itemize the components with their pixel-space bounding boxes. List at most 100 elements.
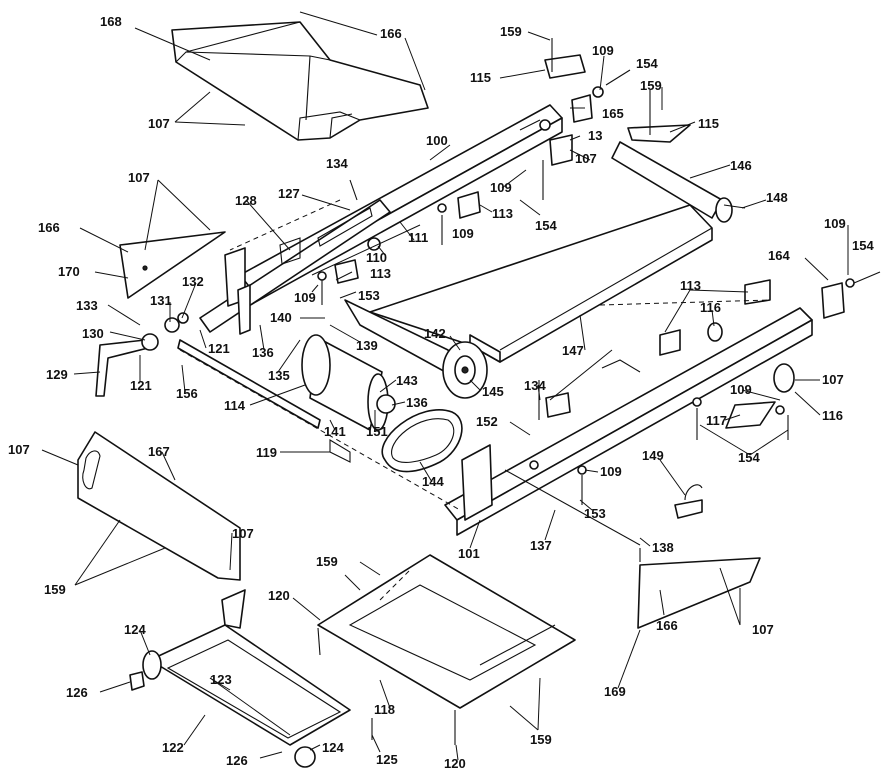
- callout-109: 109: [824, 216, 846, 231]
- callout-134: 134: [524, 378, 546, 393]
- callout-151: 151: [366, 424, 388, 439]
- drive-belt: [381, 409, 463, 473]
- callout-109: 109: [600, 464, 622, 479]
- callout-166: 166: [38, 220, 60, 235]
- callout-154: 154: [636, 56, 658, 71]
- callout-123: 123: [210, 672, 232, 687]
- callout-153: 153: [358, 288, 380, 303]
- callout-124: 124: [322, 740, 344, 755]
- callout-122: 122: [162, 740, 184, 755]
- callout-101: 101: [458, 546, 480, 561]
- callout-125: 125: [376, 752, 398, 767]
- callout-146: 146: [730, 158, 752, 173]
- callout-126: 126: [226, 753, 248, 768]
- callout-145: 145: [482, 384, 504, 399]
- callout-113: 113: [680, 278, 701, 293]
- callout-130: 130: [82, 326, 104, 341]
- bolts: [317, 38, 881, 745]
- callout-126: 126: [66, 685, 88, 700]
- callout-121: 121: [208, 341, 230, 356]
- callout-136: 136: [406, 395, 428, 410]
- callout-134: 134: [326, 156, 348, 171]
- elevation-rod: [177, 339, 641, 546]
- callout-156: 156: [176, 386, 198, 401]
- callout-120: 120: [268, 588, 290, 603]
- callout-107: 107: [148, 116, 170, 131]
- callout-109: 109: [294, 290, 316, 305]
- callout-110: 110: [366, 250, 387, 265]
- callout-132: 132: [182, 274, 204, 289]
- callout-166: 166: [380, 26, 402, 41]
- callout-118: 118: [374, 702, 395, 717]
- callout-159: 159: [500, 24, 522, 39]
- callout-109: 109: [490, 180, 512, 195]
- callout-139: 139: [356, 338, 378, 353]
- callout-143: 143: [396, 373, 418, 388]
- callout-114: 114: [224, 398, 246, 413]
- callout-144: 144: [422, 474, 444, 489]
- right-side-cover: [637, 557, 761, 629]
- callout-127: 127: [278, 186, 300, 201]
- callout-107: 107: [822, 372, 844, 387]
- callout-148: 148: [766, 190, 788, 205]
- callout-135: 135: [268, 368, 290, 383]
- assembly-guide-lines: [179, 199, 771, 601]
- callout-149: 149: [642, 448, 664, 463]
- callout-113: 113: [370, 266, 391, 281]
- callout-170: 170: [58, 264, 80, 279]
- callout-138: 138: [652, 540, 674, 555]
- callout-115: 115: [698, 116, 719, 131]
- motor-hood-cover: [171, 21, 429, 141]
- callout-107: 107: [128, 170, 150, 185]
- callout-159: 159: [44, 582, 66, 597]
- callout-116: 116: [700, 300, 721, 315]
- callout-137: 137: [530, 538, 552, 553]
- callout-107: 107: [752, 622, 774, 637]
- callout-107: 107: [575, 151, 597, 166]
- callout-168: 168: [100, 14, 122, 29]
- callout-166: 166: [656, 618, 678, 633]
- front-roller: [611, 141, 746, 223]
- callout-141: 141: [324, 424, 346, 439]
- base-frame: [129, 589, 351, 768]
- callout-133: 133: [76, 298, 98, 313]
- callout-167: 167: [148, 444, 170, 459]
- leader-lines: [41, 11, 849, 761]
- callout-107: 107: [232, 526, 254, 541]
- callout-165: 165: [602, 106, 624, 121]
- callout-109: 109: [452, 226, 474, 241]
- callout-116: 116: [822, 408, 843, 423]
- rear-roller-pulley: [344, 299, 488, 399]
- callout-100: 100: [426, 133, 448, 148]
- callout-121: 121: [130, 378, 152, 393]
- callout-164: 164: [768, 248, 790, 263]
- callout-111: 111: [408, 230, 428, 245]
- callout-107: 107: [8, 442, 30, 457]
- callout-113: 113: [492, 206, 513, 221]
- callout-109: 109: [592, 43, 614, 58]
- callout-124: 124: [124, 622, 146, 637]
- bottom-plate: [317, 554, 576, 709]
- callout-147: 147: [562, 343, 584, 358]
- callout-120: 120: [444, 756, 466, 771]
- callout-169: 169: [604, 684, 626, 699]
- callout-152: 152: [476, 414, 498, 429]
- left-triangle-cover: [119, 231, 226, 299]
- callout-159: 159: [530, 732, 552, 747]
- callout-140: 140: [270, 310, 292, 325]
- callout-154: 154: [535, 218, 557, 233]
- callout-128: 128: [235, 193, 257, 208]
- callout-131: 131: [150, 293, 172, 308]
- callout-159: 159: [640, 78, 662, 93]
- callout-153: 153: [584, 506, 606, 521]
- callout-142: 142: [424, 326, 446, 341]
- part-callouts: 168 166 107 159 109 154 115 165 159 115 …: [8, 14, 874, 771]
- callout-117: 117: [706, 413, 727, 428]
- hardware-small-parts: [279, 54, 855, 519]
- drive-motor: [301, 334, 396, 463]
- callout-119: 119: [256, 445, 277, 460]
- callout-159: 159: [316, 554, 338, 569]
- callout-109: 109: [730, 382, 752, 397]
